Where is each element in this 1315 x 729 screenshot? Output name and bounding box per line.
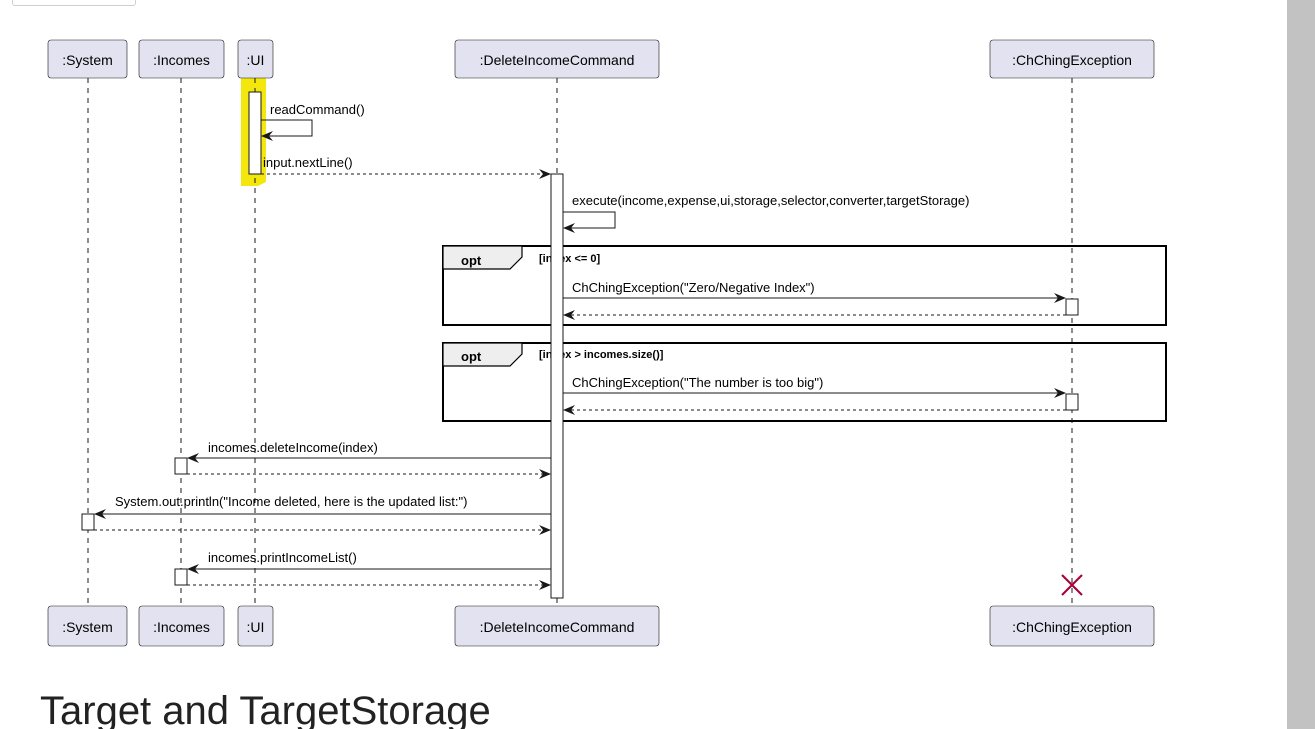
activation-system bbox=[81, 513, 95, 531]
opt-fragment-2: opt [index > incomes.size()] bbox=[442, 342, 1167, 422]
label-execute: execute(income,expense,ui,storage,select… bbox=[572, 193, 969, 208]
section-heading: Target and TargetStorage bbox=[40, 689, 491, 729]
label-print-list: incomes.printIncomeList() bbox=[208, 550, 357, 565]
label-zero-negative: ChChingException("Zero/Negative Index") bbox=[572, 280, 815, 295]
participant-system-bottom-label: :System bbox=[62, 619, 113, 635]
messages bbox=[94, 119, 1066, 590]
opt-fragment-1: opt [index <= 0] bbox=[442, 245, 1167, 326]
participant-incomes-top bbox=[138, 39, 225, 79]
participants-top: :System :Incomes :UI :DeleteIncomeComman… bbox=[47, 39, 1155, 79]
label-too-big: ChChingException("The number is too big"… bbox=[572, 375, 823, 390]
participant-ui-top bbox=[237, 39, 274, 79]
participant-incomes-bottom-label: :Incomes bbox=[153, 619, 210, 635]
activation-incomes-1 bbox=[174, 457, 188, 475]
participant-exception-bottom bbox=[989, 605, 1155, 647]
activation-incomes-2 bbox=[174, 568, 188, 586]
label-next-line: input.nextLine() bbox=[263, 155, 353, 170]
participant-incomes-bottom bbox=[138, 605, 225, 647]
label-delete-income: incomes.deleteIncome(index) bbox=[208, 440, 378, 455]
destroy-x-icon bbox=[1061, 574, 1083, 596]
opt2-guard: [index > incomes.size()] bbox=[539, 349, 664, 361]
msg-read-command bbox=[261, 119, 313, 141]
opt1-keyword: opt bbox=[461, 253, 482, 268]
participant-exception-bottom-label: :ChChingException bbox=[1012, 619, 1132, 635]
participant-command-bottom-label: :DeleteIncomeCommand bbox=[480, 619, 635, 635]
participant-system-bottom bbox=[47, 605, 128, 647]
msg-execute bbox=[563, 211, 616, 233]
participants-bottom: :System :Incomes :UI :DeleteIncomeComman… bbox=[47, 605, 1155, 647]
label-read-command: readCommand() bbox=[270, 102, 365, 117]
participant-exception-top-label: :ChChingException bbox=[1012, 52, 1132, 68]
participant-incomes-top-label: :Incomes bbox=[153, 52, 210, 68]
sequence-diagram: :System :Incomes :UI :DeleteIncomeComman… bbox=[47, 39, 1167, 647]
scrollbar-thumb[interactable] bbox=[1287, 0, 1315, 729]
opt1-guard: [index <= 0] bbox=[539, 253, 600, 265]
participant-exception-top bbox=[989, 39, 1155, 79]
opt2-keyword: opt bbox=[461, 349, 482, 364]
participant-command-top bbox=[454, 39, 660, 79]
activation-ui bbox=[248, 91, 262, 175]
participant-system-top-label: :System bbox=[62, 52, 113, 68]
activation-exception-1 bbox=[1065, 298, 1079, 316]
label-println: System.out.println("Income deleted, here… bbox=[115, 494, 467, 509]
top-button-partial[interactable] bbox=[12, 0, 136, 6]
activations bbox=[81, 91, 1079, 599]
participant-ui-bottom bbox=[237, 605, 274, 647]
participant-command-top-label: :DeleteIncomeCommand bbox=[480, 52, 635, 68]
participant-ui-top-label: :UI bbox=[247, 52, 265, 68]
activation-exception-2 bbox=[1065, 393, 1079, 411]
participant-system-top bbox=[47, 39, 128, 79]
message-labels: readCommand() input.nextLine() execute(i… bbox=[115, 102, 969, 565]
participant-command-bottom bbox=[454, 605, 660, 647]
participant-ui-bottom-label: :UI bbox=[247, 619, 265, 635]
activation-command bbox=[550, 173, 564, 599]
